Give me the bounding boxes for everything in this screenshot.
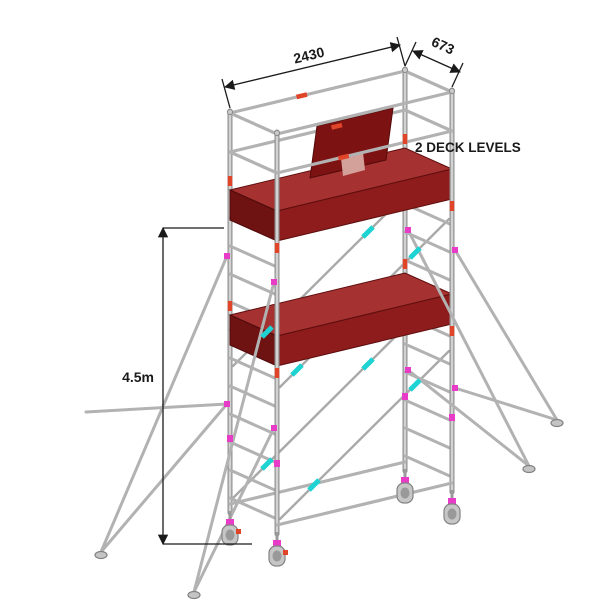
stabilizer-tube [192, 426, 276, 594]
caster-brake [236, 529, 241, 534]
stabilizer-tube [99, 402, 229, 554]
caster-left [221, 511, 241, 546]
stabilizer-tube [406, 368, 531, 468]
red-clip [330, 122, 343, 130]
rung [403, 454, 454, 479]
end-rungs-left [228, 216, 279, 521]
extension-line [396, 36, 406, 67]
rung [228, 244, 279, 269]
rung [403, 398, 454, 423]
stabilizer-foot [550, 418, 564, 428]
guardrail-top-near [275, 90, 454, 136]
caster-front [268, 532, 288, 567]
magenta-clamp [452, 385, 458, 391]
red-clip [295, 92, 308, 100]
height-label: 4.5m [122, 369, 154, 385]
end-rail-mid-left [228, 150, 279, 175]
stabilizer-leg [406, 228, 531, 468]
clips-cyan [260, 225, 422, 492]
magenta-clamp [405, 227, 411, 233]
post-caps [226, 66, 456, 137]
cyan-clip [408, 378, 422, 392]
extension-line [404, 41, 417, 67]
stabilizer-right [406, 228, 536, 474]
post-cap [226, 108, 234, 116]
rung [228, 272, 279, 297]
caster-back-right [443, 490, 461, 525]
cyan-clip [307, 478, 321, 492]
magenta-clamp [449, 414, 455, 421]
magenta-clamp [274, 460, 280, 467]
red-clip [337, 153, 350, 161]
post-cap [273, 129, 281, 137]
magenta-clamp [405, 367, 411, 373]
magenta-clamp [271, 425, 277, 431]
caster-swivel-lock [273, 540, 281, 546]
cyan-clip [408, 246, 422, 260]
magenta-clamp [227, 435, 233, 442]
base-tube-near [275, 481, 454, 527]
upper-deck [228, 147, 454, 242]
clips-red [227, 92, 455, 378]
extension-line [221, 78, 231, 109]
stabilizer-tube [453, 386, 559, 422]
deck-levels-label: 2 DECK LEVELS [415, 140, 521, 155]
stabilizer-foot [187, 590, 201, 600]
clips-magenta [224, 227, 458, 467]
dimension-line [412, 50, 461, 73]
caster-hub [272, 550, 282, 562]
caster-hub [225, 529, 235, 541]
cyan-clip [361, 357, 375, 371]
end-rail-top-left [228, 111, 279, 136]
magenta-clamp [224, 253, 230, 259]
guardrail-top-far [228, 69, 407, 115]
dimension-line [223, 42, 402, 90]
magenta-clamp [224, 401, 230, 407]
stabilizer-left [84, 254, 229, 560]
cyan-clip [260, 325, 274, 339]
caster-brake [283, 550, 288, 555]
caster-swivel-lock [226, 519, 234, 525]
dimension-width: 2430 [221, 36, 406, 109]
width-label: 2430 [292, 44, 326, 67]
rung [228, 468, 279, 493]
guardrail-mid-near [275, 129, 454, 175]
caster-right [396, 469, 414, 504]
stabilizer-foot [94, 550, 108, 560]
magenta-clamp [452, 247, 458, 253]
cyan-clip [290, 363, 304, 377]
rung [403, 342, 454, 367]
end-rail-top-right [403, 69, 454, 94]
diagonal-brace [231, 328, 404, 500]
casters [221, 469, 461, 567]
rung [228, 384, 279, 409]
dimension-height: 4.5m [122, 226, 252, 546]
stabilizer-horizontal [84, 402, 229, 414]
magenta-clamp [402, 393, 408, 400]
caster-swivel-lock [448, 498, 456, 504]
caster-hub [447, 508, 457, 520]
rung [403, 230, 454, 255]
cyan-clip [260, 457, 274, 471]
caster-hub [400, 487, 410, 499]
rung [228, 356, 279, 381]
cyan-clip [361, 225, 375, 239]
caster-swivel-lock [401, 477, 409, 483]
rung [403, 426, 454, 451]
end-rail-mid-right [403, 108, 454, 133]
extension-line [451, 62, 464, 88]
post-cap [448, 87, 456, 95]
stabilizer-leg [453, 248, 559, 422]
stabilizer-rear-right [453, 248, 564, 428]
depth-label: 673 [429, 33, 457, 57]
stabilizer-leg [192, 280, 276, 594]
stabilizer-foot [522, 464, 536, 474]
magenta-clamp [271, 279, 277, 285]
stabilizer-front [187, 280, 276, 600]
post-cap [401, 66, 409, 74]
dimension-depth: 673 [404, 33, 464, 88]
